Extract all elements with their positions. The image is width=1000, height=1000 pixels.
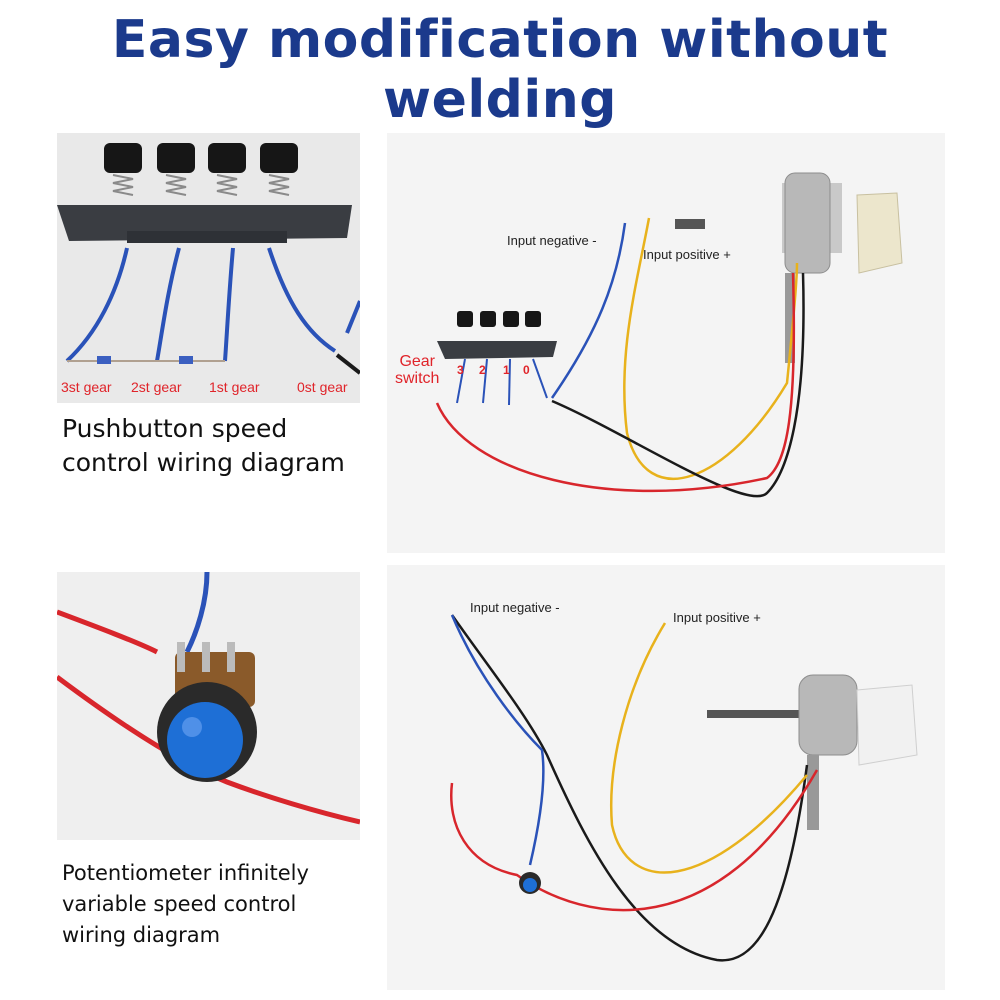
potentiometer-wiring-diagram: Input negative - Input positive + [387, 565, 945, 990]
potentiometer-caption-line1: Potentiometer infinitely [62, 861, 309, 885]
switch-number-1: 1 [503, 363, 510, 377]
motor-icon [707, 674, 918, 830]
top-input-negative-label: Input negative - [507, 233, 597, 248]
switch-number-3: 3 [457, 363, 464, 377]
motor-icon [675, 172, 903, 363]
potentiometer-photo [57, 572, 360, 840]
gear-switch-line2: switch [395, 370, 440, 387]
potentiometer-caption-line3: wiring diagram [62, 923, 221, 947]
gear-switch-line1: Gear [399, 353, 436, 370]
switch-number-0: 0 [523, 363, 530, 377]
pushbutton-wiring-diagram: Input negative - Input positive + Gear s… [387, 133, 945, 553]
gear-switch-label: Gear switch [395, 353, 439, 387]
potentiometer-caption: Potentiometer infinitely variable speed … [62, 858, 309, 951]
pushbutton-caption: Pushbutton speed control wiring diagram [62, 412, 345, 480]
gear-label-2: 2st gear [131, 379, 182, 395]
top-input-positive-label: Input positive + [643, 247, 731, 262]
pushbutton-caption-line1: Pushbutton speed [62, 414, 288, 443]
gear-label-3: 3st gear [61, 379, 112, 395]
potentiometer-wiring-illustration [450, 614, 918, 962]
potentiometer-caption-line2: variable speed control [62, 892, 297, 916]
potentiometer-illustration [57, 572, 360, 825]
bottom-input-positive-label: Input positive + [673, 610, 761, 625]
gear-label-1: 1st gear [209, 379, 260, 395]
pushbutton-photo: 3st gear 2st gear 1st gear 0st gear [57, 133, 360, 403]
switch-number-2: 2 [479, 363, 486, 377]
pushbutton-illustration [57, 143, 360, 375]
page-title: Easy modification without welding [111, 10, 889, 130]
bottom-input-negative-label: Input negative - [470, 600, 560, 615]
pushbutton-wiring-illustration [435, 172, 903, 498]
pushbutton-caption-line2: control wiring diagram [62, 448, 345, 477]
gear-label-0: 0st gear [297, 379, 348, 395]
